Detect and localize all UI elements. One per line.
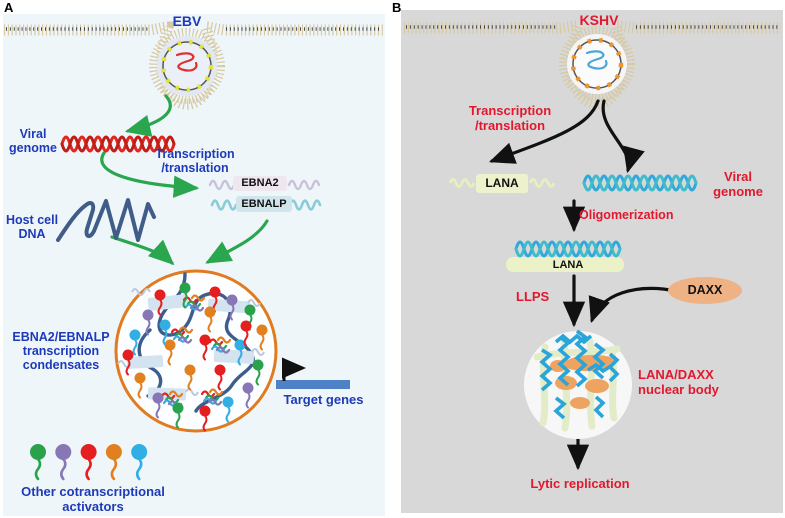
transcription-label-a: Transcription /translation (155, 147, 235, 175)
activator-molecule-icon (222, 396, 234, 423)
lana-oligomer-band (506, 257, 624, 272)
cluster-squiggle (208, 338, 224, 346)
activator-molecule-icon (226, 294, 238, 321)
target-genes-label: Target genes (283, 392, 364, 407)
cell-membrane-a (4, 21, 383, 110)
ebna2-chip: EBNA2 (233, 176, 287, 191)
activator-molecule-icon (159, 319, 171, 346)
lana-flank-squiggles (448, 178, 556, 188)
activator-molecule-icon (154, 289, 166, 316)
oligomerization-label: Oligomerization (579, 208, 674, 222)
activator-molecule-icon (105, 444, 122, 481)
arrow-daxx-to-body (588, 286, 678, 324)
arrow-virus-to-genome (124, 94, 172, 137)
cluster-squiggle (170, 328, 186, 336)
arrow-hostdna-to-condensate (110, 235, 175, 266)
activator-molecule-icon (184, 364, 196, 391)
ebv-genome-scribble (175, 52, 198, 72)
cluster-squiggle (189, 304, 205, 312)
nuclear-body-label: LANA/DAXX nuclear body (638, 367, 719, 397)
cluster-squiggle (160, 392, 176, 400)
ebv-virion (149, 28, 225, 104)
activator-molecule-icon (55, 444, 72, 481)
cluster-squiggle (215, 346, 231, 354)
cluster-squiggle (200, 390, 216, 398)
activator-molecule-icon (164, 339, 176, 366)
condensates-label: EBNA2/EBNALP transcription condensates (12, 330, 110, 372)
viral-genome-helix-b (582, 174, 698, 192)
virus-spikes-icon (559, 26, 635, 102)
multicolor-squiggle-clusters (160, 294, 232, 408)
activator-molecule-icon (179, 282, 191, 309)
cell-membrane-b (404, 20, 781, 110)
lytic-replication-label: Lytic replication (530, 476, 630, 491)
target-gene (276, 357, 350, 389)
activator-molecule-icon (256, 324, 268, 351)
activator-molecule-icon (242, 382, 254, 409)
virus-spikes-icon (149, 28, 225, 104)
activator-legend-icons (30, 444, 148, 481)
viral-genome-helix-a (60, 135, 176, 153)
green-arrows-a (100, 94, 269, 266)
cluster-squiggle (168, 390, 184, 398)
activator-molecule-icon (142, 309, 154, 336)
arrow-proteins-to-condensate (205, 219, 269, 264)
arrow-genome-to-proteins (100, 151, 200, 198)
cluster-squiggle (208, 388, 224, 396)
arrow-virus-to-lana (488, 99, 600, 164)
activator-molecule-icon (80, 444, 97, 481)
activator-molecule-icon (134, 372, 146, 399)
llps-label: LLPS (516, 289, 550, 304)
cluster-squiggle (216, 336, 232, 344)
activator-molecule-icon (131, 444, 148, 481)
activator-molecule-icon (30, 444, 46, 481)
target-gene-bar (276, 380, 350, 389)
cluster-squiggle (178, 326, 194, 334)
other-activators-label: Other cotranscriptional activators (21, 484, 165, 514)
host-cell-dna-label: Host cell DNA (5, 213, 59, 241)
ebv-title: EBV (172, 13, 202, 29)
activator-molecule-icon (152, 392, 164, 419)
activator-molecule-icon (129, 329, 141, 356)
panel-b-label: B (392, 0, 402, 15)
viral-genome-label-b: Viral genome (713, 169, 763, 199)
virus-tegument-dots (570, 37, 624, 91)
cluster-squiggle (177, 336, 193, 344)
kshv-genome-scribble (585, 50, 608, 70)
activator-molecule-icon (234, 339, 246, 366)
body-lana-zigzags (539, 329, 620, 420)
cluster-squiggle (190, 294, 206, 302)
transcription-label-b: Transcription /translation (468, 103, 552, 133)
ebnalp-chip: EBNALP (236, 196, 292, 212)
kshv-virion (559, 26, 635, 102)
viral-genome-label-a: Viral genome (9, 127, 57, 155)
activator-molecule-icon (240, 320, 252, 347)
activator-molecule-icon (252, 359, 264, 386)
activator-molecule-icon (172, 402, 184, 429)
daxx-chip: DAXX (668, 277, 742, 304)
promoter-arrow-icon (282, 357, 306, 381)
black-arrows-b (488, 99, 678, 471)
cluster-squiggle (207, 398, 223, 406)
lana-oligomer-chip: LANA (552, 259, 584, 271)
activator-molecule-icon (122, 349, 134, 376)
activator-molecule-icon (214, 364, 226, 391)
activator-molecule-icon (199, 334, 211, 361)
lana-chip: LANA (476, 174, 528, 193)
lana-oligomer-complex (506, 240, 624, 272)
arrow-virus-to-genome (601, 99, 645, 174)
activator-molecule-icon (204, 306, 216, 333)
kshv-title: KSHV (579, 12, 619, 28)
panel-a-label: A (4, 0, 14, 15)
condensate-activator-molecules (122, 282, 268, 432)
transcription-condensate (114, 269, 278, 433)
virus-tegument-dots (160, 39, 214, 93)
ebna-protein-squiggles (208, 179, 322, 211)
activator-molecule-icon (199, 405, 211, 432)
lana-daxx-nuclear-body (524, 329, 632, 439)
host-dna-strand (56, 198, 156, 242)
